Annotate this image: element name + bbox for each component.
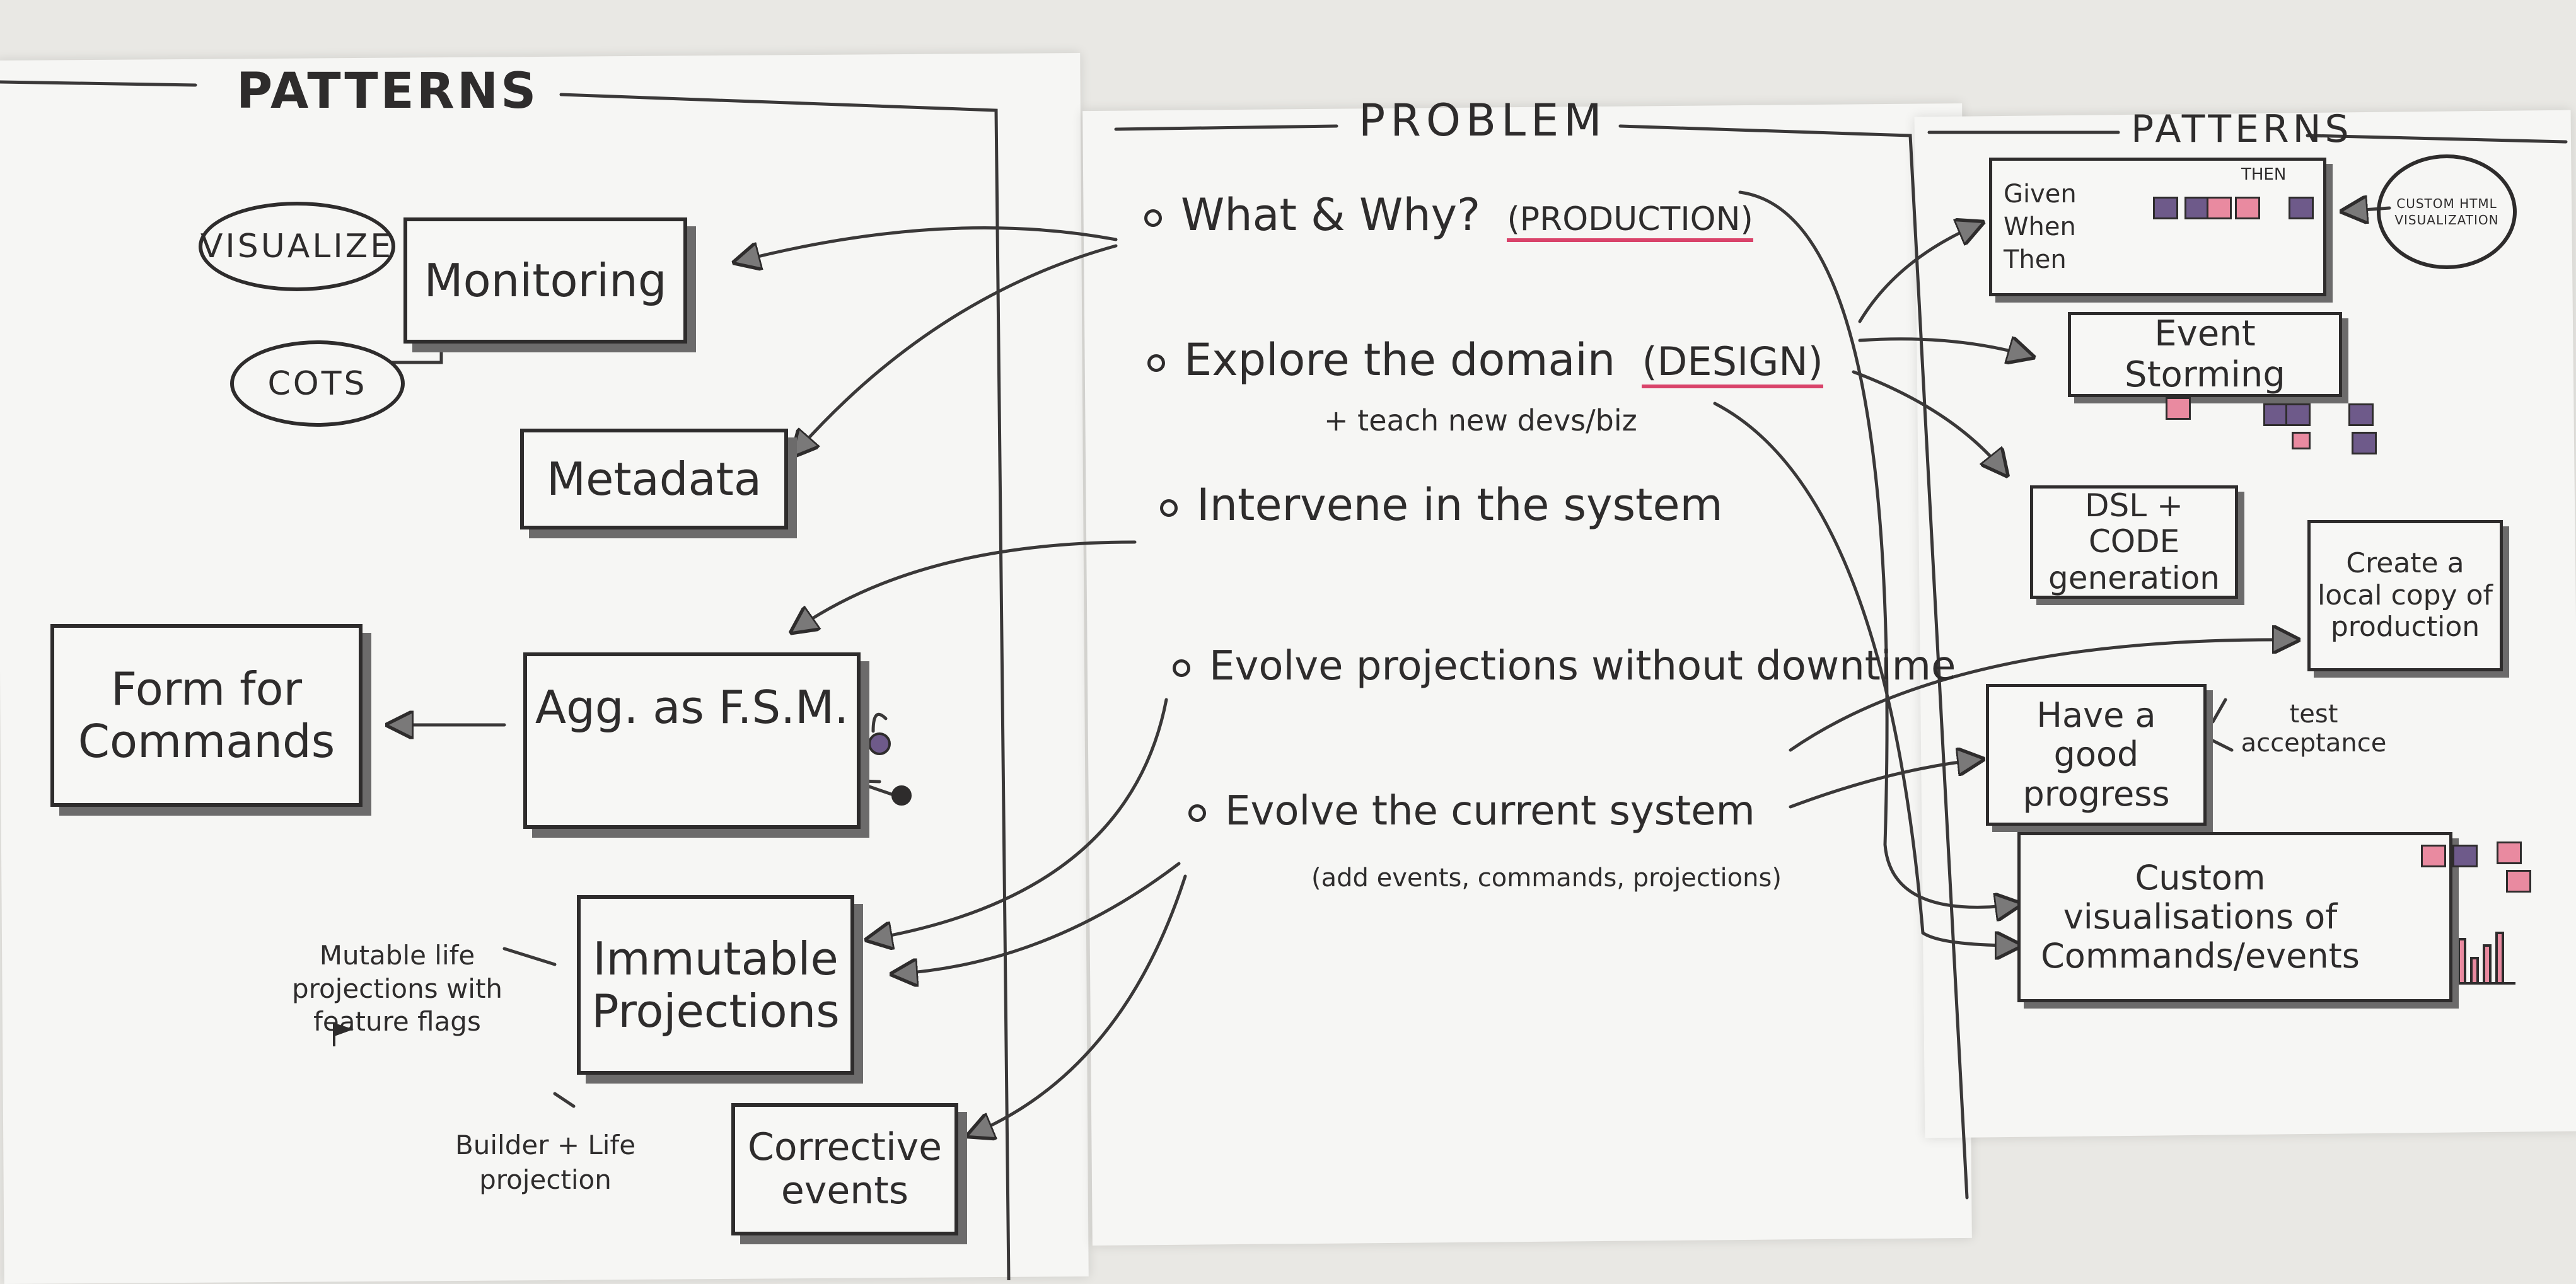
test-acceptance-note: test acceptance [2241, 700, 2387, 758]
local-copy-box: Create a local copy of production [2307, 520, 2503, 671]
problem-evolve-projections: Evolve projections without downtime [1173, 643, 1956, 690]
gwt-label: Given When Then [2004, 180, 2077, 274]
problem-label: Evolve projections without downtime [1209, 643, 1956, 690]
bullet-dot [1147, 354, 1165, 372]
problem-intervene: Intervene in the system [1160, 479, 1723, 531]
command-sticky [2235, 197, 2260, 219]
bullet-dot [1173, 659, 1190, 678]
problem-what-why: What & Why? (PRODUCTION) [1144, 189, 1753, 242]
event-sticky [2285, 403, 2311, 426]
visualize-bubble: VISUALIZE [199, 202, 395, 291]
corrective-events-box: Corrective events [731, 1103, 958, 1235]
teach-note: + teach new devs/biz [1324, 403, 1637, 437]
command-sticky [2207, 197, 2232, 219]
event-sticky [2352, 432, 2377, 454]
command-sticky [2421, 845, 2446, 867]
custom-visualisations-box: Custom visualisations of Commands/events [2017, 832, 2452, 1002]
given-when-then-box: Given When Then THEN [1989, 158, 2326, 296]
command-sticky [2497, 842, 2522, 864]
middle-header: PROBLEM [1359, 95, 1607, 146]
problem-explore-domain: Explore the domain (DESIGN) [1147, 334, 1823, 388]
mutable-projections-note: Mutable life projections with feature fl… [291, 940, 503, 1037]
command-sticky [2166, 397, 2191, 420]
then-label: THEN [2241, 165, 2287, 184]
immutable-projections-box: Immutable Projections [577, 895, 854, 1075]
event-sticky [2153, 197, 2178, 219]
problem-label: Evolve the current system [1225, 788, 1755, 835]
bullet-dot [1160, 499, 1178, 517]
event-storming-box: Event Storming [2068, 312, 2342, 397]
form-for-commands-box: Form for Commands [50, 624, 363, 807]
production-tag: (PRODUCTION) [1507, 200, 1753, 242]
right-header: PATTERNS [2131, 107, 2353, 151]
left-header: PATTERNS [236, 63, 539, 120]
good-progress-box: Have a good progress [1986, 684, 2207, 826]
monitoring-box: Monitoring [403, 217, 687, 344]
problem-evolve-system: Evolve the current system [1188, 788, 1755, 835]
builder-note: Builder + Life projection [455, 1130, 636, 1195]
design-tag: (DESIGN) [1642, 338, 1823, 388]
problem-label: Explore the domain [1184, 334, 1616, 386]
command-sticky [2292, 432, 2311, 449]
dsl-code-generation-box: DSL + CODE generation [2030, 485, 2238, 599]
event-sticky [2348, 403, 2374, 426]
evolve-system-note: (add events, commands, projections) [1311, 864, 1782, 893]
event-sticky [2184, 197, 2210, 219]
bullet-dot [1188, 804, 1206, 823]
agg-fsm-box: Agg. as F.S.M. [523, 652, 861, 829]
cots-bubble: COTS [230, 340, 405, 427]
problem-label: What & Why? [1181, 189, 1481, 241]
custom-html-bubble: CUSTOM HTML VISUALIZATION [2377, 154, 2517, 269]
event-sticky [2452, 845, 2478, 867]
event-sticky [2263, 403, 2289, 426]
metadata-box: Metadata [520, 429, 788, 529]
bullet-dot [1144, 209, 1162, 227]
command-sticky [2506, 870, 2531, 893]
problem-label: Intervene in the system [1197, 479, 1723, 531]
event-sticky [2289, 197, 2314, 219]
